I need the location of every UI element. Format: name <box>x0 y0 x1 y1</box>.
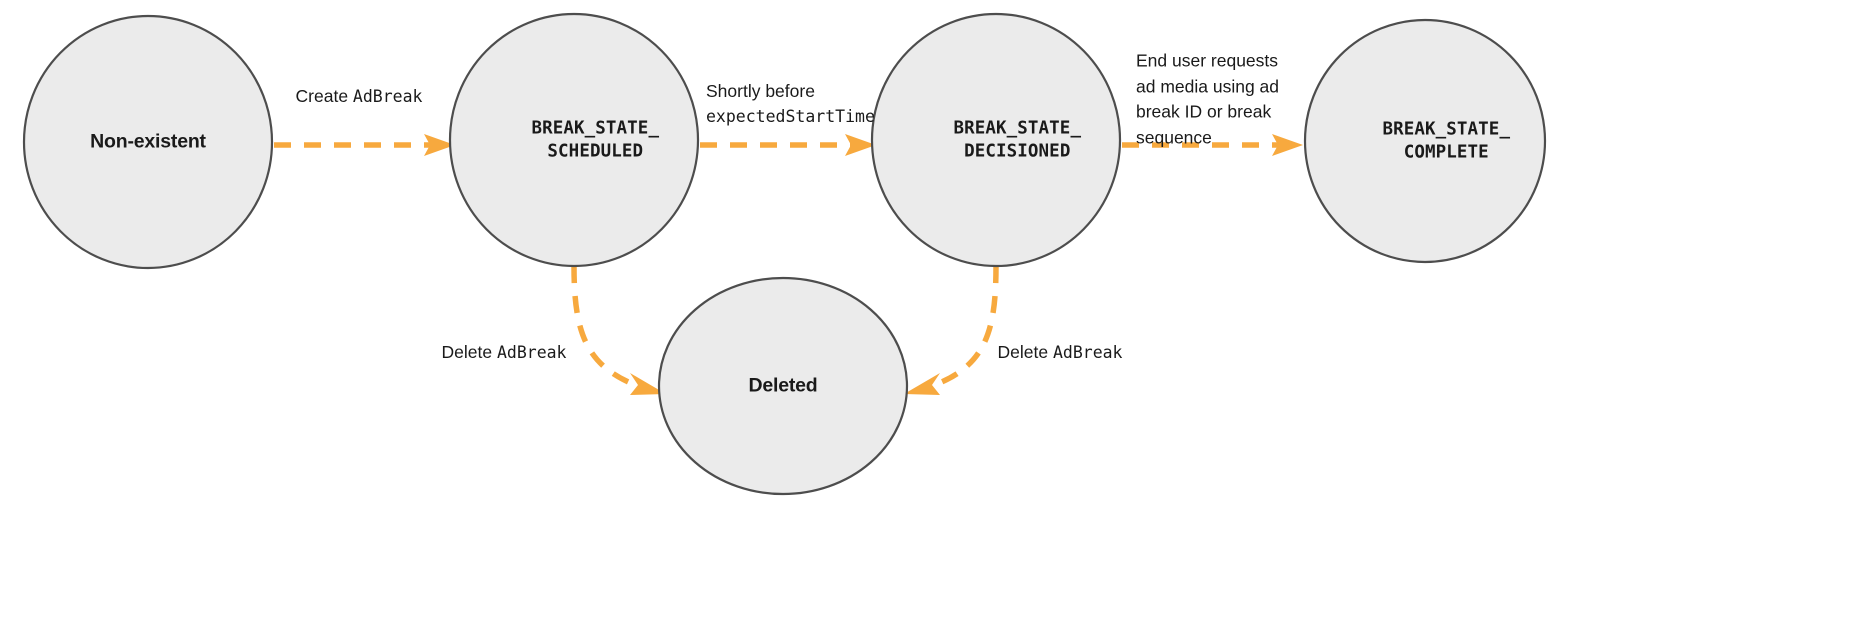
node-break-state-complete[interactable] <box>1303 18 1547 264</box>
edge-delete-adbreak-scheduled <box>571 265 666 395</box>
node-layer <box>22 12 1547 496</box>
edge-layer <box>274 134 1303 395</box>
edge-shortly-before-arrowhead <box>845 134 876 156</box>
node-non-existent[interactable] <box>22 14 274 270</box>
node-break-state-decisioned[interactable] <box>870 12 1122 268</box>
edge-delete-adbreak-decisioned-arrowhead <box>904 373 940 395</box>
edge-delete-adbreak-decisioned-line <box>935 265 999 387</box>
node-deleted[interactable] <box>657 276 909 496</box>
edge-delete-adbreak-scheduled-arrowhead <box>630 373 666 395</box>
edge-delete-adbreak-scheduled-line <box>571 265 635 387</box>
edge-delete-adbreak-decisioned <box>904 265 999 395</box>
edge-create-adbreak-arrowhead <box>424 134 455 156</box>
edge-end-user-requests-arrowhead <box>1272 134 1303 156</box>
edge-create-adbreak <box>274 134 455 156</box>
edge-shortly-before <box>700 134 876 156</box>
node-break-state-scheduled[interactable] <box>448 12 700 268</box>
edge-end-user-requests <box>1122 134 1303 156</box>
